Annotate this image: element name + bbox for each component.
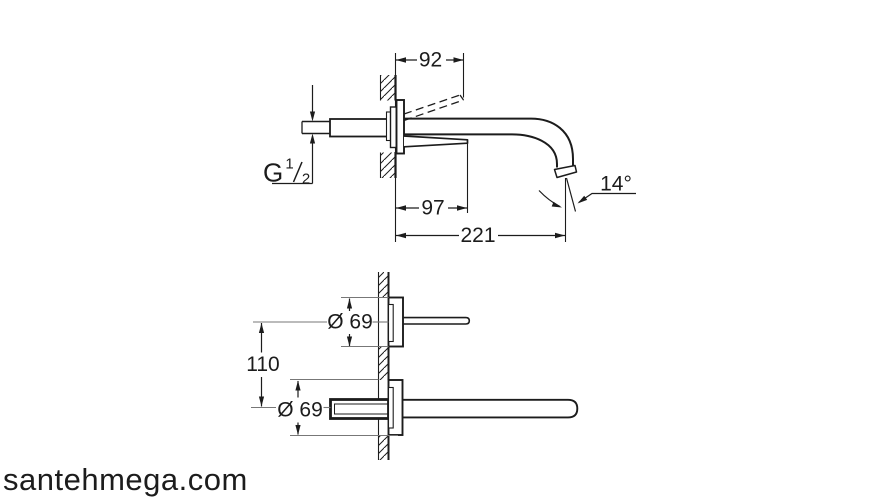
handle-lever [403,135,469,148]
thread-prefix-label: G [263,158,283,188]
spout-aerator-tip [553,164,578,179]
plan-view-wall-hatch [377,272,390,460]
side-view-escutcheon [385,99,405,155]
handle-lever-plan [403,316,471,325]
dimension-97: 97 [396,144,469,220]
watermark-text: santehmega.com [3,462,248,497]
side-view-wall-hatch [379,53,397,242]
dim-upper-rosette-label: Ø 69 [327,311,373,334]
angle-annotation-14deg: 14° [538,173,636,212]
handle-lever-raised-dashed [403,94,465,122]
handle-rosette-plan [387,296,471,348]
spout-rosette-plan [329,379,579,436]
fraction-slash [292,161,303,183]
concealed-body [329,398,390,420]
dim-97-label: 97 [421,197,444,220]
spout-side-outline [404,117,578,179]
dim-92-label: 92 [419,49,442,72]
dim-221-label: 221 [460,224,495,247]
dimension-upper-rosette: Ø 69 [253,296,389,348]
dimension-92: 92 [396,49,465,98]
spout-plan-outline [402,398,579,419]
supply-pipe [301,118,390,138]
thread-denominator-label: 2 [302,171,310,188]
dim-110-label: 110 [246,353,279,376]
dimension-lower-rosette: Ø 69 [277,378,398,437]
dimension-221: 221 [396,178,567,247]
dimension-110: 110 [246,323,331,409]
dim-lower-rosette-label: Ø 69 [277,399,323,422]
thread-numerator-label: 1 [285,156,293,173]
angle-14-label: 14° [600,173,632,196]
thread-annotation-g-half: G 1 2 [263,85,316,188]
